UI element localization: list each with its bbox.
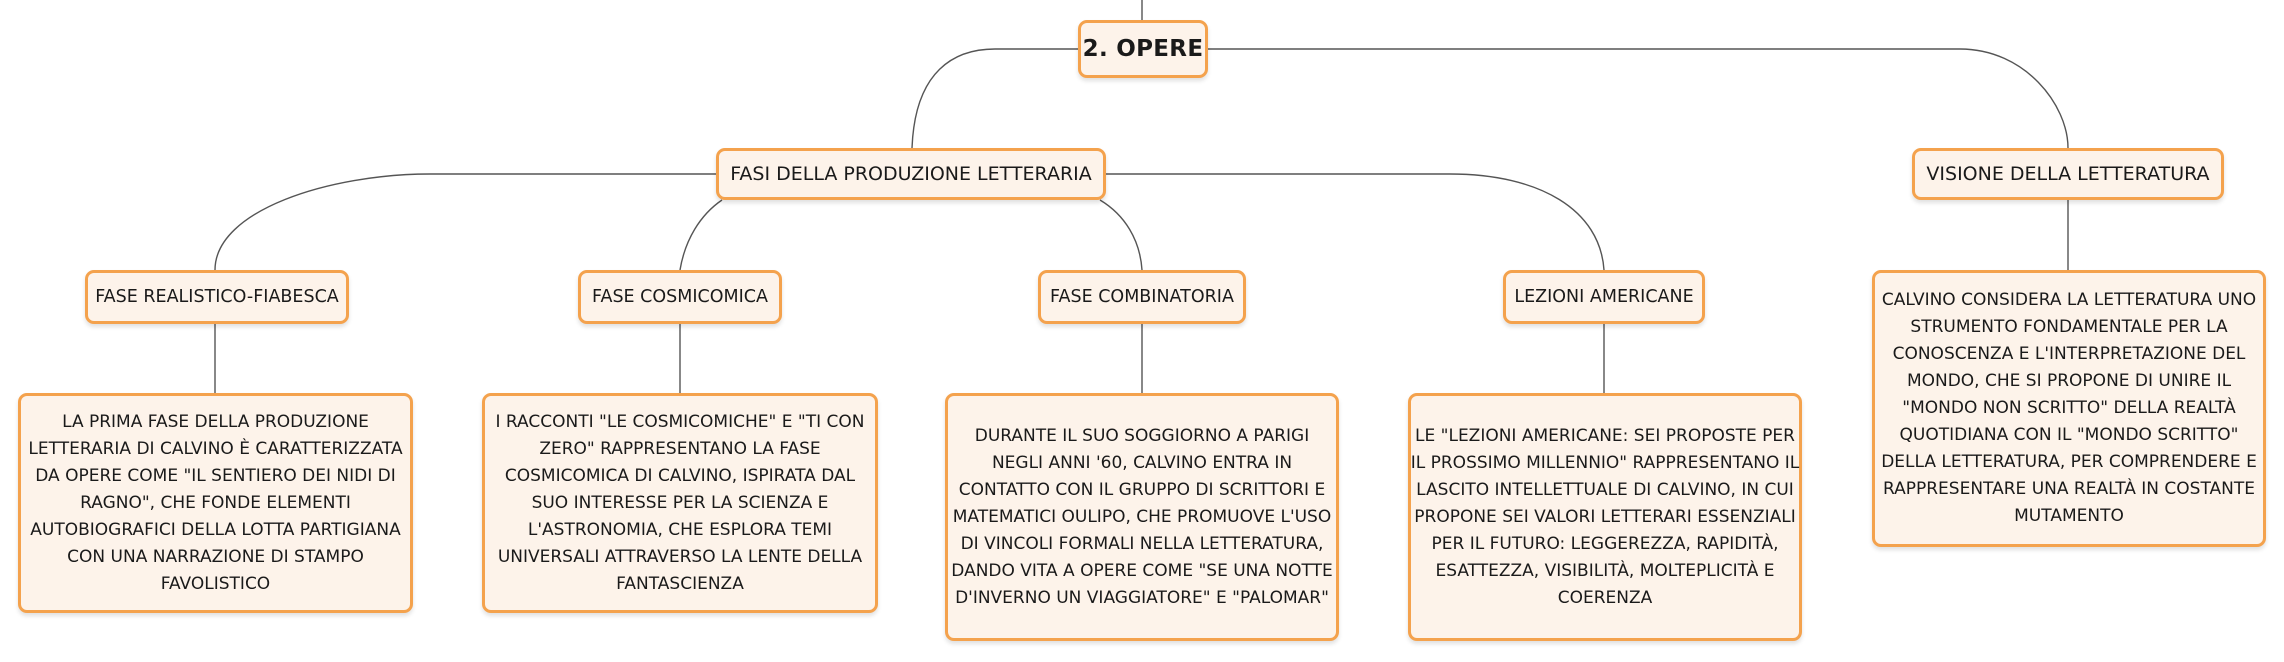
description-line: LA PRIMA FASE DELLA PRODUZIONE bbox=[62, 411, 369, 432]
description-line: LASCITO INTELLETTUALE DI CALVINO, IN CUI bbox=[1416, 479, 1794, 500]
description-line: MATEMATICI OULIPO, CHE PROMUOVE L'USO bbox=[952, 506, 1332, 527]
phase-combinatorial-label: FASE COMBINATORIA bbox=[1050, 287, 1234, 307]
description-line: CALVINO CONSIDERA LA LETTERATURA UNO bbox=[1881, 290, 2257, 310]
phase-combinatorial[interactable]: FASE COMBINATORIA bbox=[1038, 270, 1246, 324]
branch-vision[interactable]: VISIONE DELLA LETTERATURA bbox=[1912, 148, 2224, 200]
description-line: RAPPRESENTARE UNA REALTÀ IN COSTANTE bbox=[1882, 479, 2256, 499]
phase-cosmic-description: I RACCONTI "LE COSMICOMICHE" E "TI CON Z… bbox=[482, 393, 878, 613]
root-label: 2. OPERE bbox=[1082, 36, 1204, 62]
connector-phases-cosmic bbox=[679, 199, 723, 271]
description-line: FAVOLISTICO bbox=[160, 573, 271, 594]
phase-realistic-description: LA PRIMA FASE DELLA PRODUZIONE LETTERARI… bbox=[18, 393, 413, 613]
description-line: FANTASCIENZA bbox=[616, 573, 744, 594]
description-line: PROPONE SEI VALORI LETTERARI ESSENZIALI bbox=[1414, 506, 1796, 527]
phase-lessons-label: LEZIONI AMERICANE bbox=[1514, 287, 1694, 307]
connector-root-vision bbox=[1208, 48, 2069, 149]
description-line: CONOSCENZA E L'INTERPRETAZIONE DEL bbox=[1892, 344, 2246, 364]
description-line: COSMICOMICA DI CALVINO, ISPIRATA DAL bbox=[504, 465, 856, 486]
description-line: UNIVERSALI ATTRAVERSO LA LENTE DELLA bbox=[497, 546, 863, 567]
connector-phases-lessons bbox=[1106, 173, 1605, 271]
description-line: PER IL FUTURO: LEGGEREZZA, RAPIDITÀ, bbox=[1431, 533, 1779, 554]
description-line: "MONDO NON SCRITTO" DELLA REALTÀ bbox=[1902, 398, 2236, 418]
description-line: STRUMENTO FONDAMENTALE PER LA bbox=[1910, 317, 2228, 337]
description-line: CON UNA NARRAZIONE DI STAMPO bbox=[67, 546, 364, 567]
phase-realistic-label: FASE REALISTICO-FIABESCA bbox=[95, 287, 339, 307]
branch-phases-label: FASI DELLA PRODUZIONE LETTERARIA bbox=[730, 163, 1092, 185]
description-line: D'INVERNO UN VIAGGIATORE" E "PALOMAR" bbox=[955, 587, 1329, 608]
description-line: CONTATTO CON IL GRUPPO DI SCRITTORI E bbox=[958, 479, 1326, 500]
description-line: DELLA LETTERATURA, PER COMPRENDERE E bbox=[1881, 452, 2257, 472]
connector-phases-combinatorial bbox=[1099, 199, 1143, 271]
description-line: ZERO" RAPPRESENTANO LA FASE bbox=[539, 438, 821, 459]
phase-realistic[interactable]: FASE REALISTICO-FIABESCA bbox=[85, 270, 349, 324]
description-line: AUTOBIOGRAFICI DELLA LOTTA PARTIGIANA bbox=[30, 519, 401, 540]
branch-phases[interactable]: FASI DELLA PRODUZIONE LETTERARIA bbox=[716, 148, 1106, 200]
description-line: DANDO VITA A OPERE COME "SE UNA NOTTE bbox=[951, 560, 1333, 581]
description-line: QUOTIDIANA CON IL "MONDO SCRITTO" bbox=[1899, 425, 2239, 445]
description-line: ESATTEZZA, VISIBILITÀ, MOLTEPLICITÀ E bbox=[1435, 560, 1775, 581]
description-line: LETTERARIA DI CALVINO È CARATTERIZZATA bbox=[28, 438, 403, 459]
phase-cosmic-label: FASE COSMICOMICA bbox=[592, 287, 768, 307]
branch-vision-label: VISIONE DELLA LETTERATURA bbox=[1926, 163, 2210, 185]
connector-root-phases bbox=[911, 48, 1078, 149]
root-node[interactable]: 2. OPERE bbox=[1078, 20, 1208, 78]
description-line: I RACCONTI "LE COSMICOMICHE" E "TI CON bbox=[495, 411, 865, 432]
description-line: L'ASTRONOMIA, CHE ESPLORA TEMI bbox=[527, 519, 833, 540]
description-line: MONDO, CHE SI PROPONE DI UNIRE IL bbox=[1906, 371, 2232, 391]
vision-description: CALVINO CONSIDERA LA LETTERATURA UNO STR… bbox=[1872, 270, 2266, 547]
phase-lessons-description: LE "LEZIONI AMERICANE: SEI PROPOSTE PER … bbox=[1408, 393, 1802, 641]
description-line: DURANTE IL SUO SOGGIORNO A PARIGI bbox=[974, 425, 1310, 446]
description-line: DI VINCOLI FORMALI NELLA LETTERATURA, bbox=[960, 533, 1324, 554]
phase-cosmic[interactable]: FASE COSMICOMICA bbox=[578, 270, 782, 324]
connector-phases-realistic bbox=[214, 173, 716, 271]
description-line: DA OPERE COME "IL SENTIERO DEI NIDI DI bbox=[35, 465, 396, 486]
description-line: MUTAMENTO bbox=[2014, 506, 2124, 526]
description-line: LE "LEZIONI AMERICANE: SEI PROPOSTE PER bbox=[1415, 425, 1795, 446]
description-line: SUO INTERESSE PER LA SCIENZA E bbox=[531, 492, 829, 513]
phase-lessons[interactable]: LEZIONI AMERICANE bbox=[1503, 270, 1705, 324]
description-line: COERENZA bbox=[1557, 587, 1653, 608]
description-line: RAGNO", CHE FONDE ELEMENTI bbox=[80, 492, 351, 513]
description-line: NEGLI ANNI '60, CALVINO ENTRA IN bbox=[991, 452, 1293, 473]
phase-combinatorial-description: DURANTE IL SUO SOGGIORNO A PARIGI NEGLI … bbox=[945, 393, 1339, 641]
description-line: IL PROSSIMO MILLENNIO" RAPPRESENTANO IL bbox=[1410, 452, 1800, 473]
